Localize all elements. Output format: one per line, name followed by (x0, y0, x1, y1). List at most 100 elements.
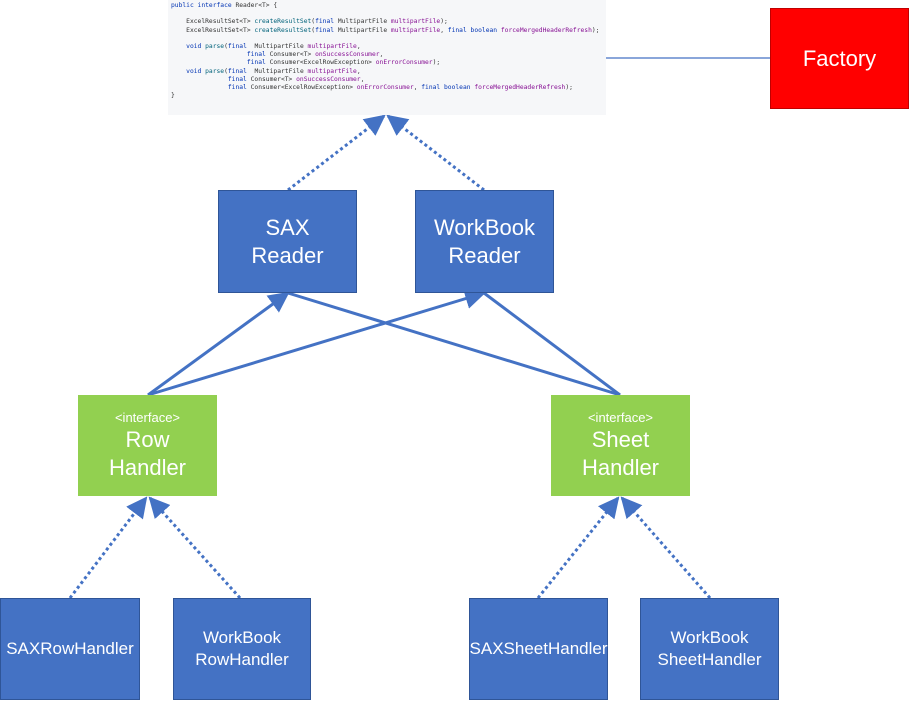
code-token: ); (565, 83, 573, 91)
code-token: MultipartFile (254, 42, 308, 50)
code-token: onSuccessConsumer (296, 75, 361, 83)
code-token: parse (205, 67, 225, 75)
workbook-reader-node: WorkBook Reader (415, 190, 554, 293)
code-token: multipartFile (390, 26, 441, 34)
code-token: forceMergedHeaderRefresh (500, 26, 592, 34)
code-token: onErrorConsumer (375, 59, 433, 67)
factory-label: Factory (802, 45, 877, 71)
code-line: ExcelResultSet<T> createResultSet( final … (171, 27, 606, 35)
code-line (171, 35, 606, 43)
sheet-handler-line2: Handler (581, 455, 660, 480)
code-token: Consumer<T> (250, 75, 297, 83)
code-token (171, 43, 186, 50)
code-token: ); (591, 26, 600, 34)
sax-row-handler-label: SAXRowHandler (6, 639, 134, 658)
code-token: Consumer<T> (269, 51, 316, 59)
workbook-sheet-handler-node: WorkBook SheetHandler (640, 598, 779, 700)
code-token: onSuccessConsumer (315, 51, 380, 59)
code-token: final (246, 59, 270, 67)
code-line: final Consumer<ExcelRowException> onErro… (171, 59, 606, 67)
code-token: Consumer<ExcelRowException> (269, 59, 376, 67)
sheet-handler-line1: Sheet (591, 427, 650, 452)
code-token: ExcelResultSet<T> (171, 26, 255, 34)
code-token: final boolean (421, 83, 475, 91)
sax-sheet-handler-node: SAXSheetHandler (469, 598, 608, 700)
workbook-row-handler-line2: RowHandler (195, 650, 289, 669)
code-token: ( (311, 18, 316, 26)
reader-interface-code: public interface Reader<T> { ExcelResult… (168, 0, 606, 115)
code-token: final (315, 26, 338, 34)
factory-node: Factory (770, 8, 909, 109)
sheet-handler-stereotype: <interface> (587, 410, 654, 425)
code-token: multipartFile (307, 67, 357, 75)
code-token: , (379, 51, 384, 59)
code-token: ( (311, 26, 316, 34)
code-token: MultipartFile (337, 26, 391, 34)
code-line: final Consumer<T> onSuccessConsumer, (171, 51, 606, 59)
code-token: final (227, 67, 255, 75)
workbook-sheet-handler-line2: SheetHandler (657, 650, 762, 669)
code-token: createResultSet (254, 18, 312, 26)
code-token: , (440, 26, 448, 34)
workbook-row-handler-line1: WorkBook (202, 628, 282, 647)
code-token: createResultSet (254, 26, 312, 34)
code-token (171, 84, 228, 91)
sax-reader-node: SAX Reader (218, 190, 357, 293)
workbook-sheet-handler-line1: WorkBook (670, 628, 749, 647)
code-line: void parse(final MultipartFile multipart… (171, 43, 606, 51)
workbook-sheet-handler-implements-arrow (620, 496, 712, 599)
code-token: ( (224, 67, 228, 75)
code-token: ); (432, 59, 441, 67)
sheet-handler-to-workbook-reader (483, 291, 621, 397)
code-line: public interface Reader<T> { (171, 2, 606, 10)
code-token: MultipartFile (337, 18, 391, 26)
row-handler-line1: Row (125, 427, 170, 452)
code-token: ); (440, 18, 448, 26)
code-token (171, 76, 228, 83)
code-token: parse (205, 42, 225, 50)
code-token (171, 59, 247, 66)
code-line: void parse(final MultipartFile multipart… (171, 68, 606, 76)
sax-row-handler-node: SAXRowHandler (0, 598, 140, 700)
code-token: ExcelResultSet<T> (171, 18, 255, 26)
code-token: , (356, 42, 361, 50)
sheet-handler-node: <interface> Sheet Handler (551, 395, 690, 496)
code-line: final Consumer<T> onSuccessConsumer, (171, 76, 606, 84)
code-token: void (186, 67, 206, 75)
code-line (171, 10, 606, 18)
code-token: Consumer<ExcelRowException> (250, 83, 357, 91)
sax-reader-implements-arrow (287, 114, 386, 192)
sax-reader-line2: Reader (251, 242, 324, 268)
code-token: } (171, 92, 175, 100)
workbook-row-handler-node: WorkBook RowHandler (173, 598, 311, 700)
code-token: ( (224, 42, 228, 50)
sax-reader-line1: SAX (265, 214, 310, 240)
code-token: , (413, 83, 422, 91)
code-token: Reader<T> { (235, 2, 278, 9)
code-token: final boolean (447, 26, 501, 34)
code-token: void (186, 42, 206, 50)
workbook-reader-implements-arrow (386, 114, 485, 192)
code-token: forceMergedHeaderRefresh (474, 83, 566, 91)
code-token: , (360, 75, 365, 83)
code-token: final (227, 42, 255, 50)
code-line: final Consumer<ExcelRowException> onErro… (171, 84, 606, 92)
code-line: ExcelResultSet<T> createResultSet(final … (171, 18, 606, 26)
row-handler-node: <interface> Row Handler (78, 395, 217, 496)
sheet-handler-to-sax-reader (287, 291, 621, 397)
code-token: , (356, 67, 361, 75)
workbook-reader-line1: WorkBook (433, 214, 536, 240)
workbook-reader-line2: Reader (448, 242, 521, 268)
row-handler-to-sax-reader (147, 291, 290, 397)
code-token: onErrorConsumer (356, 83, 414, 91)
row-handler-stereotype: <interface> (114, 410, 181, 425)
code-token: final (246, 51, 270, 59)
code-token: final (315, 18, 338, 26)
code-token: final (227, 75, 251, 83)
code-token: multipartFile (307, 42, 357, 50)
code-token: final (227, 83, 251, 91)
code-line: } (171, 92, 606, 100)
code-token: public interface (171, 2, 236, 9)
sax-row-handler-implements-arrow (68, 496, 148, 599)
